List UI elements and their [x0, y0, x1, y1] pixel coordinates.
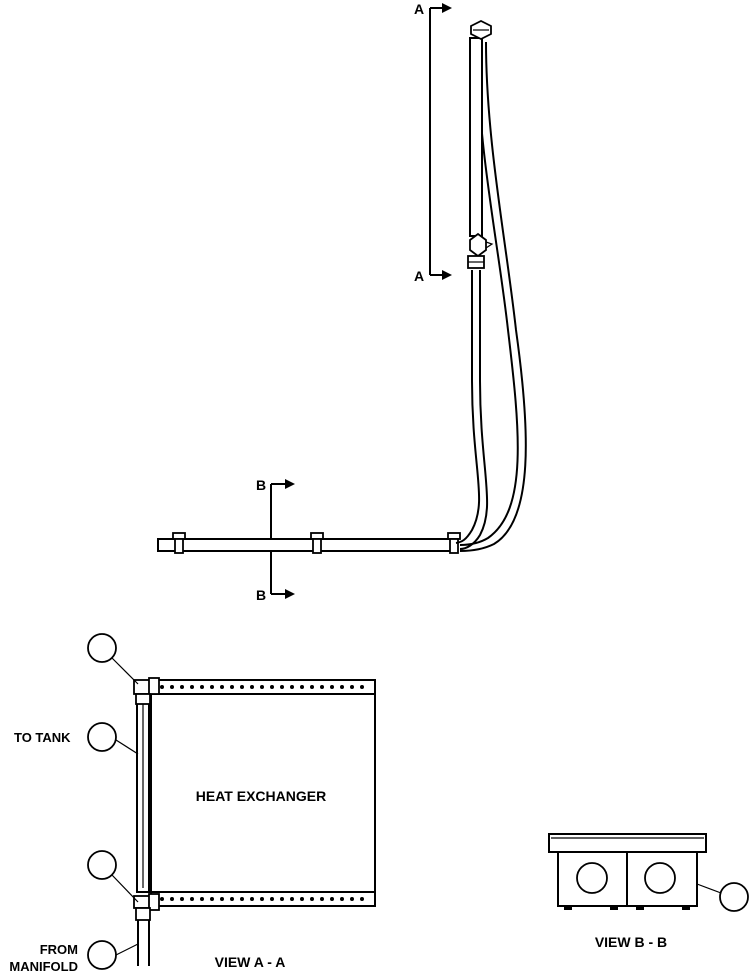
pipe-clamp	[310, 532, 324, 554]
section-b-bottom-marker: B	[256, 587, 266, 603]
view-b-b: VIEW B - B	[548, 833, 749, 950]
to-tank-label: TO TANK	[14, 730, 71, 745]
callout-balloon	[87, 633, 139, 685]
top-hex-fitting	[470, 19, 492, 41]
pipe-hole-left	[576, 862, 608, 894]
manifold-pipe	[157, 538, 455, 552]
section-a-top-marker: A	[414, 1, 424, 17]
view-a-a-caption: VIEW A - A	[215, 954, 286, 970]
pipe-clamp	[447, 532, 461, 554]
section-a-top-arrow-icon	[442, 3, 452, 13]
manifold-label: MANIFOLD	[9, 959, 78, 974]
section-b-bottom-arrow-icon	[285, 589, 295, 599]
bottom-elbow-fitting	[133, 893, 160, 921]
heat-exchanger-body	[150, 685, 376, 899]
from-label: FROM	[40, 942, 78, 957]
pipe-assembly	[157, 19, 527, 554]
heat-exchanger-label: HEAT EXCHANGER	[196, 788, 326, 804]
view-a-a: HEAT EXCHANGER TO TANK FROM MANIFOLD VIE…	[9, 633, 376, 974]
inner-hose	[455, 270, 489, 550]
bottom-header-bar	[150, 891, 376, 907]
pipe-clamp	[172, 532, 186, 554]
upper-tube	[469, 37, 483, 237]
callout-balloon	[87, 722, 139, 755]
section-b-top-marker: B	[256, 477, 266, 493]
callout-balloon	[87, 850, 139, 903]
top-plate	[548, 833, 707, 853]
top-elbow-fitting	[133, 677, 160, 705]
section-a-bottom-arrow-icon	[442, 270, 452, 280]
callout-balloon	[87, 940, 139, 970]
top-header-bar	[150, 679, 376, 695]
clamp-feet	[564, 906, 690, 910]
pipe-hole-right	[644, 862, 676, 894]
outer-hose	[459, 41, 527, 552]
view-b-b-caption: VIEW B - B	[595, 934, 667, 950]
section-b-top-arrow-icon	[285, 479, 295, 489]
middle-coupling-fitting	[467, 232, 494, 269]
section-a-bottom-marker: A	[414, 268, 424, 284]
callout-balloon	[696, 882, 749, 912]
supply-pipe	[137, 920, 150, 966]
section-line-a: A A	[414, 1, 452, 284]
return-pipe	[136, 695, 150, 893]
